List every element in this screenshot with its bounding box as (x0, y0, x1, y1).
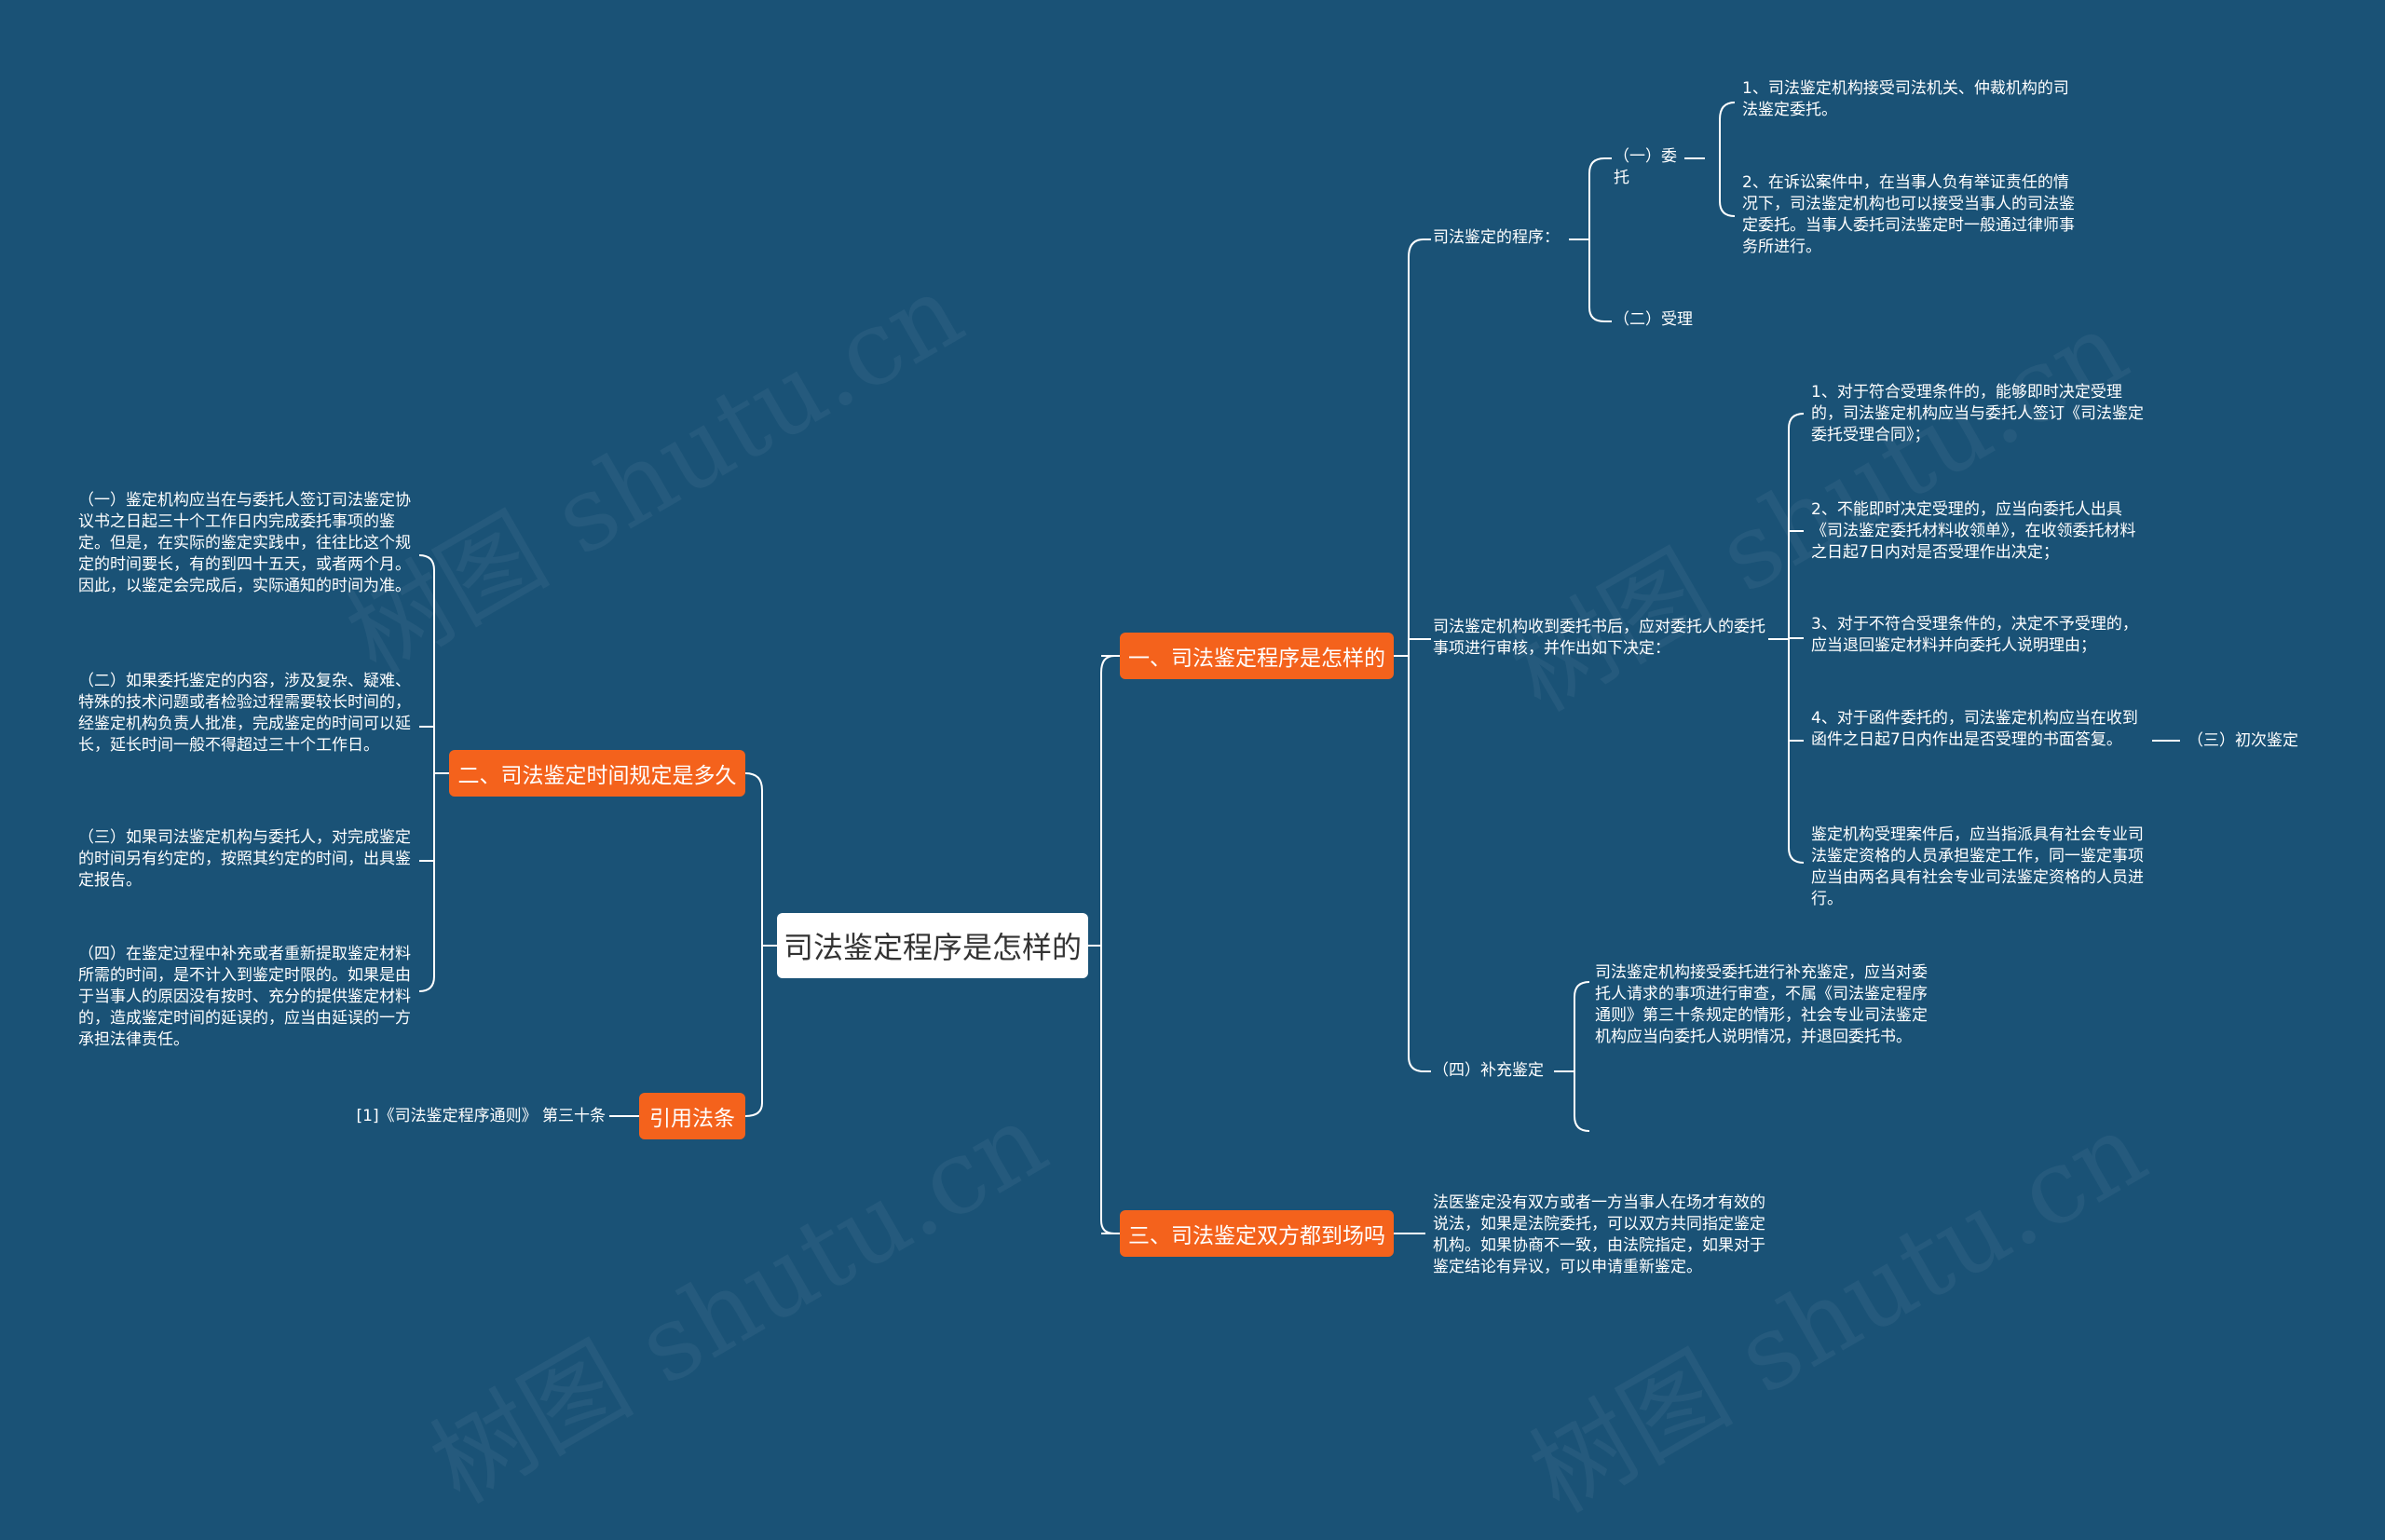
entrust-label[interactable]: （一）委托 (1614, 147, 1677, 187)
review-item-5[interactable]: 鉴定机构受理案件后，应当指派具有社会专业司法鉴定资格的人员承担鉴定工作，同一鉴定… (1811, 825, 2144, 908)
citation-text[interactable]: [1]《司法鉴定程序通则》 第三十条 (356, 1107, 606, 1125)
time-item-3[interactable]: （三）如果司法鉴定机构与委托人，对完成鉴定的时间另有约定的，按照其约定的时间，出… (78, 828, 411, 890)
mindmap-canvas: 树图 shutu.cn 树图 shutu.cn 树图 shutu.cn 树图 s… (78, 79, 2298, 1535)
branch-attendance[interactable]: 三、司法鉴定双方都到场吗 (1120, 1210, 1394, 1257)
review-item-3[interactable]: 3、对于不符合受理条件的，决定不予受理的，应当退回鉴定材料并向委托人说明理由； (1811, 615, 2138, 655)
branch-citation[interactable]: 引用法条 (639, 1093, 745, 1139)
review-label[interactable]: 司法鉴定机构收到委托书后，应对委托人的委托事项进行审核，并作出如下决定： (1433, 618, 1765, 658)
time-item-1[interactable]: （一）鉴定机构应当在与委托人签订司法鉴定协议书之日起三十个工作日内完成委托事项的… (78, 491, 411, 595)
branch-time-limit[interactable]: 二、司法鉴定时间规定是多久 (449, 750, 745, 797)
entrust-item-1[interactable]: 1、司法鉴定机构接受司法机关、仲裁机构的司法鉴定委托。 (1742, 79, 2069, 119)
initial-appraisal-label[interactable]: （三）初次鉴定 (2187, 731, 2298, 750)
review-item-1[interactable]: 1、对于符合受理条件的，能够即时决定受理的，司法鉴定机构应当与委托人签订《司法鉴… (1811, 383, 2144, 444)
root-topic[interactable]: 司法鉴定程序是怎样的 (777, 913, 1088, 978)
time-item-4[interactable]: （四）在鉴定过程中补充或者重新提取鉴定材料所需的时间，是不计入到鉴定时限的。如果… (78, 945, 411, 1049)
time-item-2[interactable]: （二）如果委托鉴定的内容，涉及复杂、疑难、特殊的技术问题或者检验过程需要较长时间… (78, 672, 411, 755)
procedure-label[interactable]: 司法鉴定的程序： (1433, 228, 1560, 247)
review-item-4[interactable]: 4、对于函件委托的，司法鉴定机构应当在收到函件之日起7日内作出是否受理的书面答复… (1811, 709, 2138, 749)
attendance-text[interactable]: 法医鉴定没有双方或者一方当事人在场才有效的说法，如果是法院委托，可以双方共同指定… (1433, 1193, 1765, 1276)
supplement-text[interactable]: 司法鉴定机构接受委托进行补充鉴定，应当对委托人请求的事项进行审查，不属《司法鉴定… (1595, 963, 1928, 1046)
entrust-item-2[interactable]: 2、在诉讼案件中，在当事人负有举证责任的情况下，司法鉴定机构也可以接受当事人的司… (1742, 173, 2075, 256)
branch-procedure[interactable]: 一、司法鉴定程序是怎样的 (1120, 633, 1394, 679)
accept-label[interactable]: （二）受理 (1614, 310, 1693, 329)
connector-lines (418, 102, 2180, 1234)
review-item-2[interactable]: 2、不能即时决定受理的，应当向委托人出具《司法鉴定委托材料收领单》，在收领委托材… (1811, 500, 2136, 562)
supplement-label[interactable]: （四）补充鉴定 (1433, 1061, 1544, 1080)
